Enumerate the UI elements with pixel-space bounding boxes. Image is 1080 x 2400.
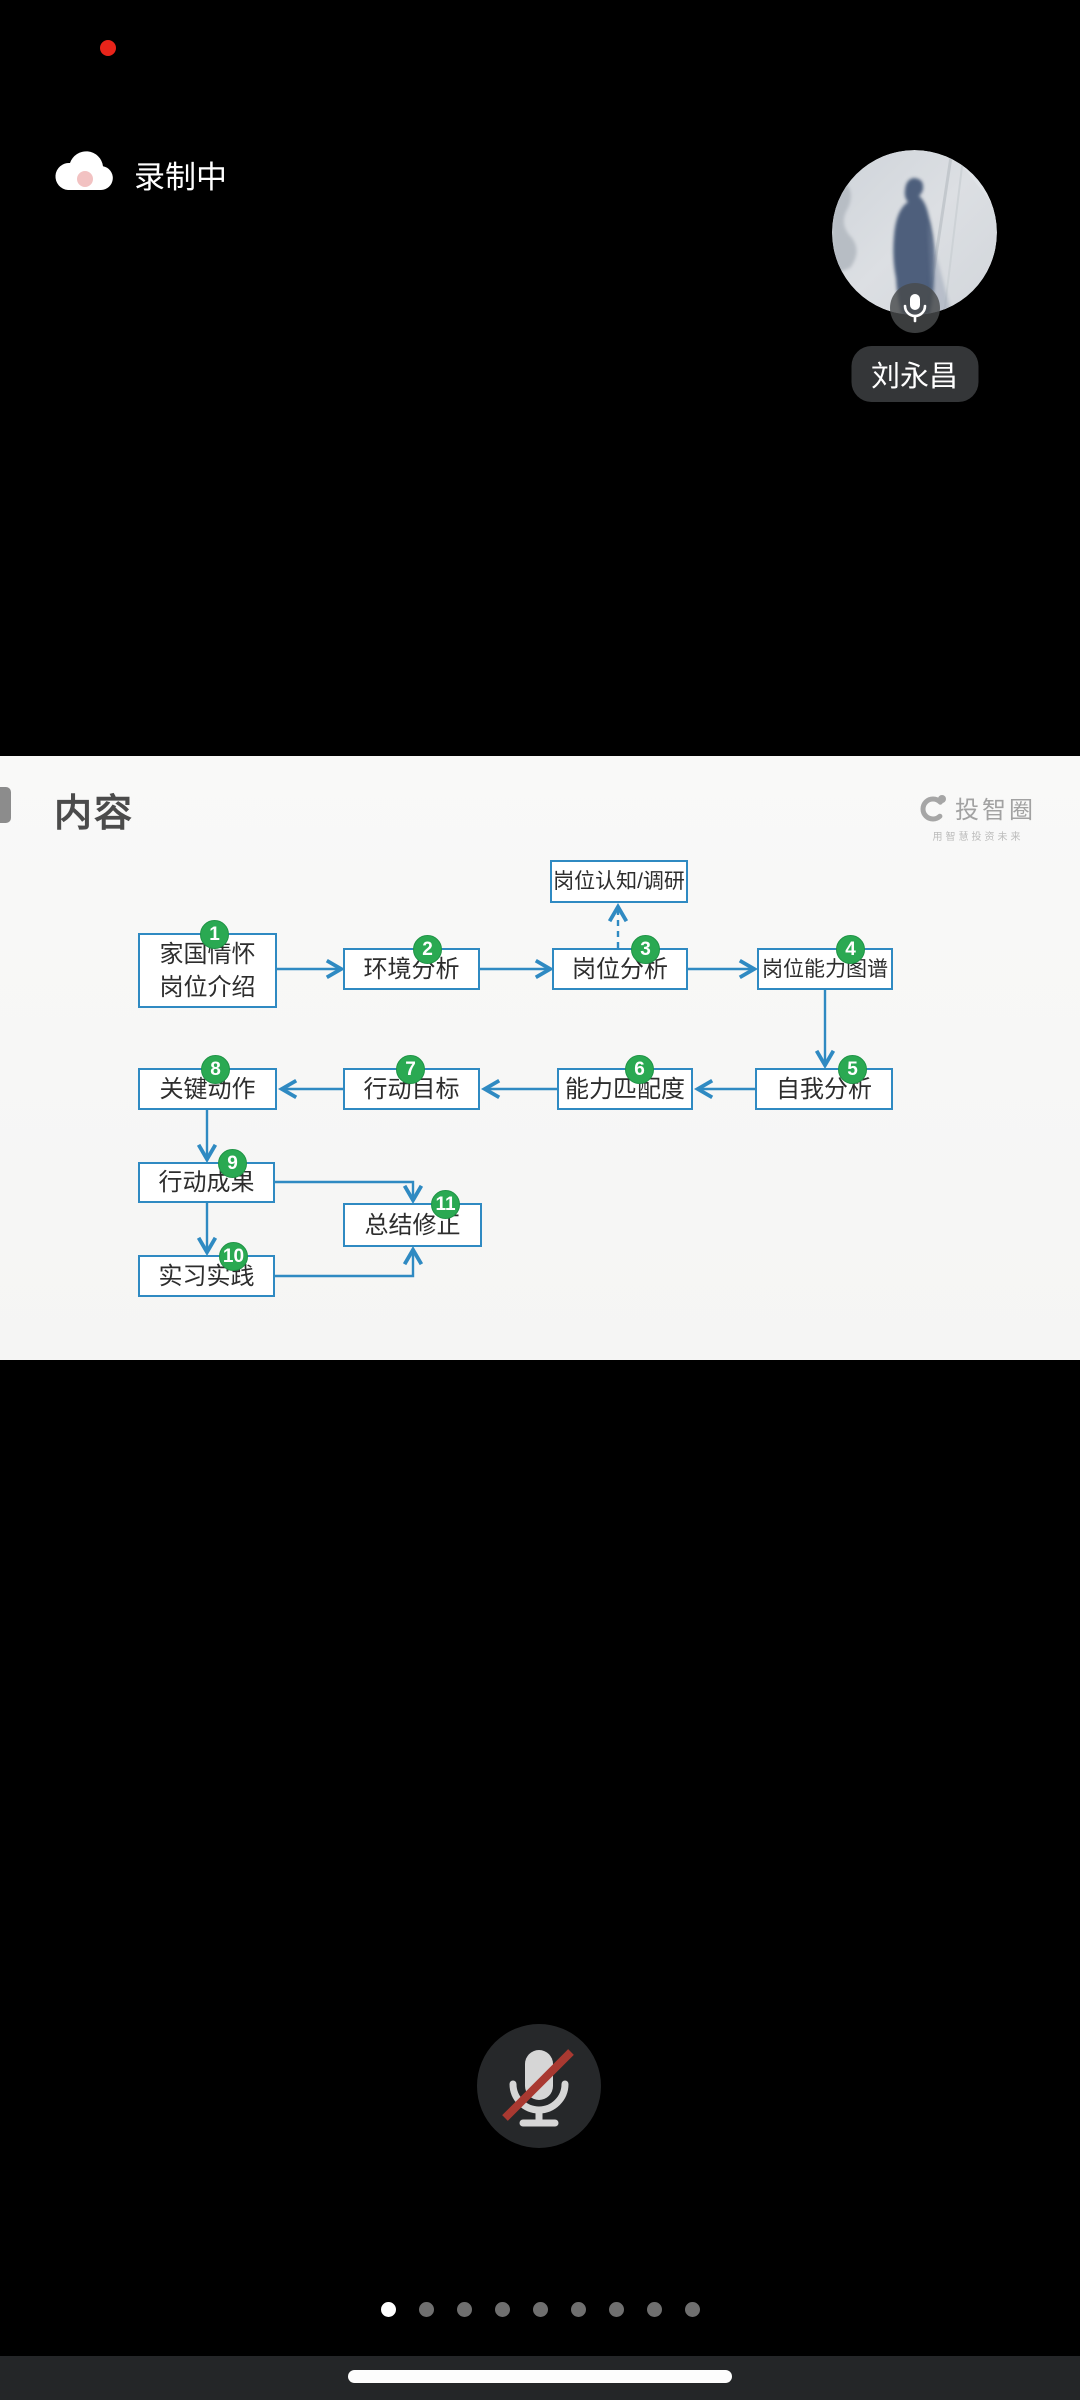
page-dot[interactable]: [418, 2302, 434, 2317]
slide-title: 内容: [54, 793, 135, 835]
recording-indicator: 录制中: [52, 150, 227, 199]
shared-slide: 内容 投智圈 用智慧投资未来: [0, 756, 1080, 1360]
step-badge-8: 8: [201, 1055, 230, 1084]
page-dot[interactable]: [494, 2302, 510, 2317]
flow-node-10: 10 实习实践: [138, 1242, 275, 1297]
flow-node-label: 环境分析: [363, 955, 460, 983]
cloud-record-icon: [52, 150, 118, 199]
flow-node-11: 11 总结修正: [343, 1190, 482, 1247]
mic-icon: [903, 294, 927, 323]
step-badge-11: 11: [431, 1190, 460, 1219]
flow-node-7: 7 行动目标: [343, 1055, 480, 1110]
participant-tile[interactable]: 刘永昌: [832, 150, 997, 402]
title-accent-bar: [0, 787, 11, 823]
mic-muted-icon: [502, 2049, 574, 2127]
step-badge-4: 4: [836, 935, 865, 964]
flow-node-8: 8 关键动作: [138, 1055, 277, 1110]
flow-node-1: 1 家国情怀 岗位介绍: [138, 920, 277, 1008]
brand-name: 投智圈: [955, 797, 1036, 824]
flowchart-arrows: [196, 902, 836, 1278]
flow-node-3: 3 岗位分析: [552, 935, 688, 990]
flow-node-9: 9 行动成果: [138, 1149, 275, 1203]
step-badge-3: 3: [631, 935, 660, 964]
step-badge-9: 9: [218, 1149, 247, 1178]
step-badge-10: 10: [219, 1242, 248, 1271]
flow-node-label: 能力匹配度: [565, 1075, 685, 1103]
page-dot[interactable]: [532, 2302, 548, 2317]
step-badge-5: 5: [838, 1055, 867, 1084]
flow-node-5: 5 自我分析: [755, 1055, 893, 1110]
page-dot[interactable]: [456, 2302, 472, 2317]
brand-logo: 投智圈 用智慧投资未来: [920, 790, 1036, 843]
flow-node-6: 6 能力匹配度: [557, 1055, 693, 1110]
page-dot[interactable]: [646, 2302, 662, 2317]
flow-node-2: 2 环境分析: [343, 935, 480, 990]
flow-node-4: 4 岗位能力图谱: [757, 935, 893, 990]
participant-mic-indicator: [890, 283, 940, 333]
flow-node-label: 岗位认知/调研: [553, 870, 685, 893]
page-dot[interactable]: [608, 2302, 624, 2317]
recording-label: 录制中: [134, 160, 227, 195]
page-dot[interactable]: [570, 2302, 586, 2317]
participant-name: 刘永昌: [850, 346, 979, 402]
flow-node-label: 岗位能力图谱: [762, 957, 888, 981]
page-dot[interactable]: [380, 2302, 396, 2317]
step-badge-2: 2: [413, 935, 442, 964]
step-badge-1: 1: [200, 920, 229, 949]
camera-active-dot: [100, 40, 116, 56]
step-badge-7: 7: [396, 1055, 425, 1084]
brand-tagline: 用智慧投资未来: [932, 832, 1024, 843]
brand-logo-icon: [920, 794, 946, 821]
system-nav-bar: [0, 2356, 1080, 2400]
page-dot[interactable]: [684, 2302, 700, 2317]
home-indicator[interactable]: [348, 2370, 732, 2383]
step-badge-6: 6: [625, 1055, 654, 1084]
flow-node-research: 岗位认知/调研: [550, 860, 688, 903]
microphone-mute-button[interactable]: [477, 2024, 601, 2148]
page-indicator[interactable]: [0, 2302, 1080, 2317]
